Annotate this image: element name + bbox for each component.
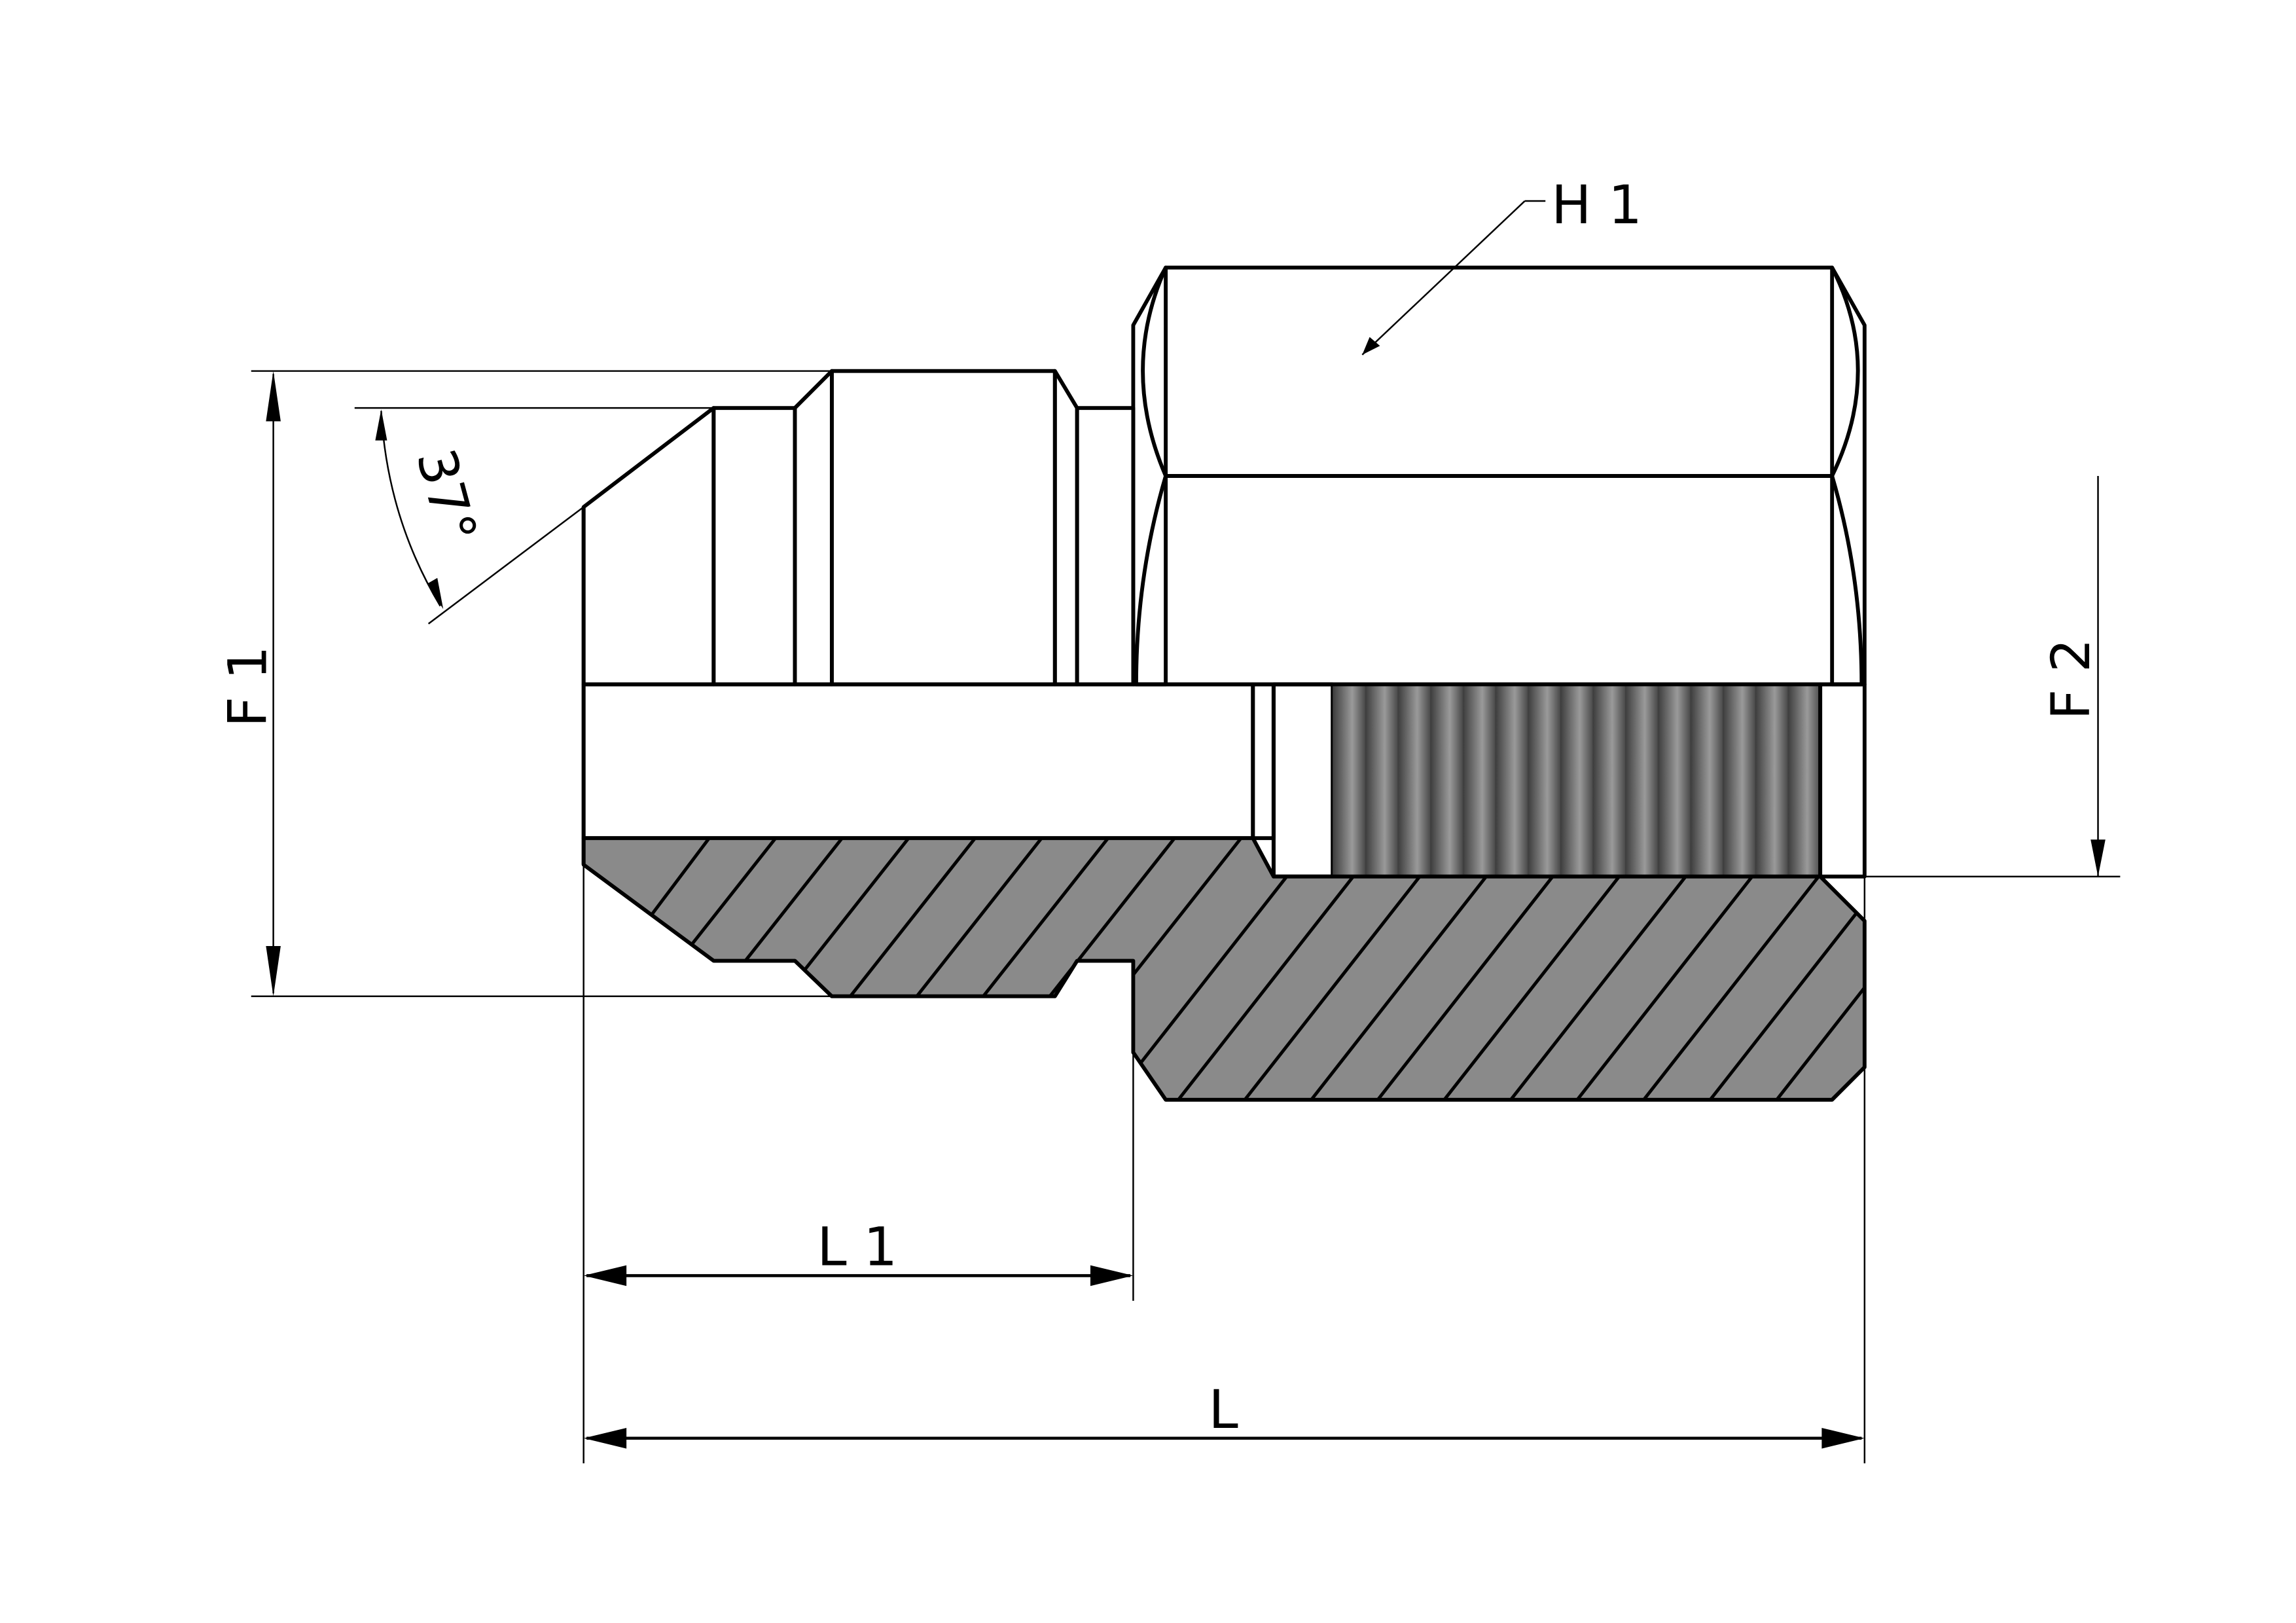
arrow-down-icon [266, 945, 281, 996]
port-counterbore [1271, 682, 1335, 879]
male-thread [829, 369, 1057, 687]
hex-flat-top [1141, 265, 1860, 478]
dimension-f1: F 1 [217, 370, 832, 997]
dimension-label-l1: L 1 [817, 1217, 897, 1279]
arrow-up-icon [375, 409, 387, 441]
dimension-label-l: L [1209, 1379, 1238, 1441]
female-thread [1333, 684, 1821, 877]
flare-shoulder [711, 406, 797, 687]
arrow-up-icon [266, 371, 281, 422]
dimension-label-angle: 37° [404, 443, 488, 549]
dimension-l1: L 1 [583, 864, 1134, 1464]
dimension-label-f1: F 1 [217, 646, 279, 727]
port-step [1251, 682, 1276, 841]
arrow-icon [1362, 337, 1380, 355]
thread-chamfer-left [793, 369, 834, 687]
port-chamfer [1818, 682, 1867, 879]
arrow-right-icon [1090, 1265, 1134, 1286]
dimension-angle: 37° [354, 407, 714, 625]
thread-chamfer-right [1052, 369, 1079, 687]
arrow-down-icon [427, 577, 444, 610]
section-fill [583, 838, 1865, 1100]
flare-cone [581, 406, 716, 687]
thread-relief [1075, 406, 1136, 687]
arrow-right-icon [1821, 1427, 1865, 1449]
dimension-h1: H 1 [1361, 175, 1642, 356]
hex-body [1131, 265, 1867, 687]
dimension-label-h1: H 1 [1551, 175, 1642, 236]
female-port [1251, 682, 1867, 879]
arrow-left-icon [583, 1265, 627, 1286]
arrow-left-icon [583, 1427, 627, 1449]
section-view [581, 836, 1867, 1102]
dimension-f2: F 2 [1820, 475, 2121, 878]
arrow-down-icon [2090, 839, 2106, 877]
dimension-l: L [583, 876, 1866, 1464]
male-flare-end [581, 369, 1136, 687]
dimension-label-f2: F 2 [2041, 638, 2102, 720]
hex-flat-middle [1134, 474, 1864, 687]
through-bore [581, 682, 1255, 841]
